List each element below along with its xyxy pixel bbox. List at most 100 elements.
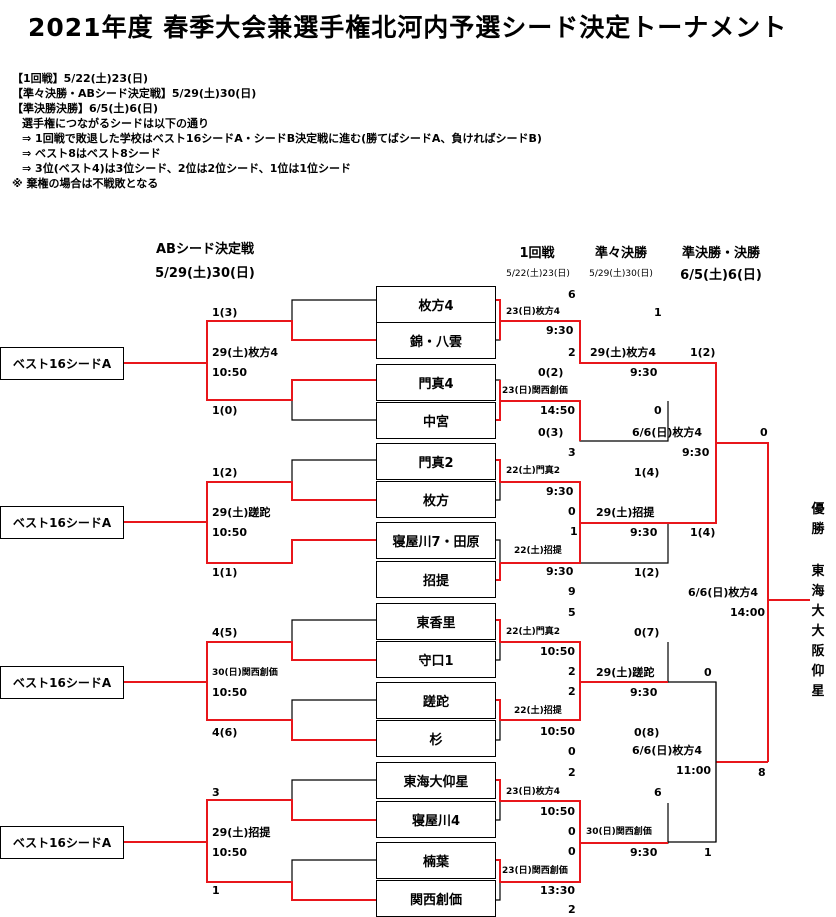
ab-game-time: 10:50 [212, 366, 248, 379]
r1-game-time: 13:30 [540, 884, 576, 897]
qf-score-bottom: 0 [654, 404, 662, 417]
r1-score-bottom: 2 [568, 346, 576, 359]
ab-round-date: 5/29(土)30(日) [155, 266, 255, 281]
r1-game-time: 10:50 [540, 725, 576, 738]
ab-score-top: 1(2) [212, 466, 238, 479]
r1-score-top: 0 [568, 845, 576, 858]
round1-date: 5/22(土)23(日) [506, 269, 570, 279]
team-slot: 招提 [376, 561, 496, 598]
sf-title: 準決勝・決勝 [681, 246, 760, 261]
qf-score-top: 6 [654, 786, 662, 799]
qf-score-bottom: 0(8) [634, 726, 660, 739]
ab-game-time: 10:50 [212, 686, 248, 699]
ab-score-bottom: 1 [212, 884, 220, 897]
ab-score-top: 1(3) [212, 306, 238, 319]
sf-game-time: 11:00 [676, 764, 712, 777]
ab-score-bottom: 1(0) [212, 404, 238, 417]
r1-score-top: 1 [570, 525, 578, 538]
page-title: 2021年度 春季大会兼選手権北河内予選シード決定トーナメント [28, 13, 788, 42]
ab-score-top: 4(5) [212, 626, 238, 639]
team-slot: 中宮 [376, 402, 496, 439]
sf-game-time: 9:30 [682, 446, 710, 459]
team-slot: 枚方4 [376, 286, 496, 323]
qf-score-bottom: 1 [704, 846, 712, 859]
team-slot: 東海大仰星 [376, 762, 496, 799]
r1-game-info: 23(日)関西創価 [502, 386, 568, 396]
final-game-time: 14:00 [730, 606, 766, 619]
qf-title: 準々決勝 [594, 246, 647, 261]
r1-game-info: 22(土)招提 [514, 546, 562, 556]
sf-game-info: 6/6(日)枚方4 [632, 426, 703, 439]
ab-game-info: 29(土)招提 [212, 826, 271, 839]
r1-game-info: 22(土)門真2 [506, 466, 561, 476]
qf-game-info: 29(土)蹉跎 [596, 666, 655, 679]
team-slot: 東香里 [376, 603, 496, 640]
note-seed-rule-1: ⇒ 1回戦で敗退した学校はベスト16シードA・シードB決定戦に進む(勝てばシード… [22, 132, 542, 145]
champion-name-text: 東海大大阪仰星 [811, 564, 825, 699]
final-game-info: 6/6(日)枚方4 [688, 586, 759, 599]
qf-score-top: 1 [654, 306, 662, 319]
team-slot: 錦・八雲 [376, 322, 496, 359]
note-seed-rule-2: ⇒ ベスト8はベスト8シード [22, 147, 161, 160]
r1-score-bottom: 0 [568, 745, 576, 758]
team-slot: 杉 [376, 720, 496, 757]
team-slot: 蹉跎 [376, 682, 496, 719]
seed-slot: ベスト16シードA [0, 666, 124, 699]
ab-score-bottom: 4(6) [212, 726, 238, 739]
ab-score-top: 3 [212, 786, 220, 799]
champion-name: 東海大大阪仰星 [810, 562, 826, 702]
note-forfeit: ※ 棄権の場合は不戦敗となる [12, 177, 159, 190]
champion-label: 優勝 [810, 500, 826, 540]
r1-game-time: 14:50 [540, 404, 576, 417]
r1-score-bottom: 2 [568, 665, 576, 678]
r1-game-info: 23(日)関西創価 [502, 866, 568, 876]
team-slot: 門真4 [376, 364, 496, 401]
team-slot: 枚方 [376, 481, 496, 518]
qf-game-info: 30(日)関西創価 [586, 827, 652, 837]
r1-game-info: 22(土)招提 [514, 706, 562, 716]
round1-title: 1回戦 [519, 246, 555, 261]
qf-game-time: 9:30 [630, 846, 658, 859]
r1-score-bottom: 0 [568, 825, 576, 838]
r1-game-time: 9:30 [546, 324, 574, 337]
team-slot: 関西創価 [376, 880, 496, 917]
note-sf-date: 【準決勝決勝】6/5(土)6(日) [12, 102, 159, 115]
qf-game-info: 29(土)枚方4 [590, 346, 657, 359]
r1-game-info: 22(土)門真2 [506, 627, 561, 637]
r1-game-info: 23(日)枚方4 [506, 307, 561, 317]
r1-score-bottom: 2 [568, 903, 576, 916]
note-seed-intro: 選手権につながるシードは以下の通り [22, 117, 209, 130]
qf-game-time: 9:30 [630, 526, 658, 539]
r1-game-time: 10:50 [540, 645, 576, 658]
sf-score-top: 1(2) [690, 346, 716, 359]
note-seed-rule-3: ⇒ 3位(ベスト4)は3位シード、2位は2位シード、1位は1位シード [22, 162, 352, 175]
ab-game-info: 30(日)関西創価 [212, 668, 278, 678]
ab-round-title: ABシード決定戦 [156, 242, 254, 257]
r1-score-bottom: 0(3) [538, 426, 564, 439]
r1-game-time: 10:50 [540, 805, 576, 818]
qf-game-time: 9:30 [630, 686, 658, 699]
sf-date: 6/5(土)6(日) [680, 268, 762, 283]
seed-slot: ベスト16シードA [0, 506, 124, 539]
r1-score-top: 5 [568, 606, 576, 619]
sf-game-info: 6/6(日)枚方4 [632, 744, 703, 757]
r1-score-top: 2 [568, 685, 576, 698]
team-slot: 寝屋川7・田原 [376, 522, 496, 559]
r1-score-top: 6 [568, 288, 576, 301]
sf-score-top: 0 [704, 666, 712, 679]
champion-label-text: 優勝 [811, 502, 825, 537]
r1-game-info: 23(日)枚方4 [506, 787, 561, 797]
qf-score-top: 1(4) [634, 466, 660, 479]
sf-score-bottom: 1(4) [690, 526, 716, 539]
team-slot: 守口1 [376, 641, 496, 678]
ab-game-time: 10:50 [212, 846, 248, 859]
qf-date: 5/29(土)30(日) [589, 269, 653, 279]
ab-score-bottom: 1(1) [212, 566, 238, 579]
team-slot: 寝屋川4 [376, 801, 496, 838]
r1-score-top: 3 [568, 446, 576, 459]
r1-game-time: 9:30 [546, 565, 574, 578]
ab-game-time: 10:50 [212, 526, 248, 539]
team-slot: 楠葉 [376, 842, 496, 879]
note-round1-date: 【1回戦】5/22(土)23(日) [12, 72, 149, 85]
